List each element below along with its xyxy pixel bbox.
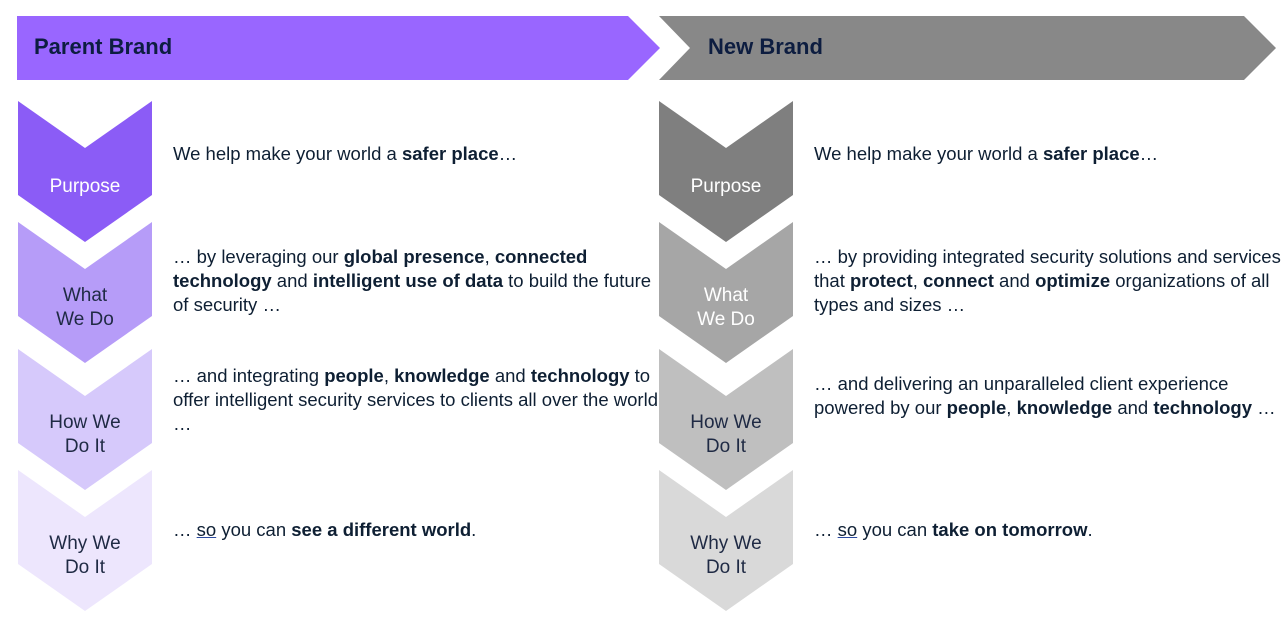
statement-text: and — [271, 270, 313, 291]
statement-text: , — [912, 270, 923, 291]
emphasis-text: safer place — [401, 143, 499, 164]
parent-chevron-why-we-do-it: Why We Do It — [18, 470, 152, 611]
emphasis-text: people — [324, 365, 384, 386]
new-statement-how-we-do-it: … and delivering an unparalleled client … — [814, 372, 1288, 420]
statement-text: so — [837, 519, 858, 540]
statement-text: … and integrating — [173, 365, 325, 386]
emphasis-text: optimize — [1035, 270, 1111, 291]
statement-text: you can — [857, 519, 933, 540]
emphasis-text: global presence — [343, 246, 485, 267]
parent-statement-how-we-do-it: … and integrating people, knowledge and … — [173, 364, 663, 436]
new-chevron-what-we-do: What We Do — [659, 222, 793, 363]
statement-text: you can — [216, 519, 292, 540]
emphasis-text: technology — [1153, 397, 1253, 418]
emphasis-text: people — [946, 397, 1007, 418]
chevron-label: Purpose — [690, 175, 762, 197]
parent-chevron-what-we-do: What We Do — [18, 222, 152, 363]
statement-text: … — [814, 519, 838, 540]
new-statement-purpose: We help make your world a safer place… — [814, 142, 1288, 166]
parent-chevron-how-we-do-it: How We Do It — [18, 349, 152, 490]
chevron-label: Purpose — [49, 175, 121, 197]
chevron-label: How We Do It — [690, 411, 762, 457]
chevron-label: What We Do — [697, 284, 755, 330]
statement-text: so — [196, 519, 217, 540]
new-statement-why-we-do-it: … so you can take on tomorrow. — [814, 518, 1288, 542]
statement-text: , — [1006, 397, 1017, 418]
emphasis-text: protect — [850, 270, 913, 291]
parent-brand-header: Parent Brand — [17, 16, 660, 80]
statement-text: … — [173, 519, 197, 540]
statement-text: and — [489, 365, 531, 386]
parent-statement-what-we-do: … by leveraging our global presence, con… — [173, 245, 663, 317]
parent-statement-purpose: We help make your world a safer place… — [173, 142, 663, 166]
new-chevron-why-we-do-it: Why We Do It — [659, 470, 793, 611]
parent-brand-title: Parent Brand — [34, 34, 173, 59]
statement-text: … by leveraging our — [173, 246, 344, 267]
emphasis-text: safer place — [1042, 143, 1140, 164]
new-brand-header: New Brand — [659, 16, 1276, 80]
chevron-label: Why We Do It — [49, 532, 121, 578]
new-chevron-how-we-do-it: How We Do It — [659, 349, 793, 490]
emphasis-text: connected technology — [173, 246, 588, 291]
statement-text: … — [498, 143, 518, 164]
emphasis-text: intelligent use of data — [312, 270, 503, 291]
statement-text: and — [993, 270, 1036, 291]
statement-text: , — [484, 246, 495, 267]
parent-chevron-purpose: Purpose — [18, 101, 152, 242]
statement-text: . — [1087, 519, 1093, 540]
emphasis-text: see a different world — [291, 519, 472, 540]
new-brand-title: New Brand — [708, 34, 823, 59]
chevron-label: What We Do — [56, 284, 114, 330]
statement-text: organizations of all types and sizes … — [814, 270, 1270, 315]
chevron-label: How We Do It — [49, 411, 121, 457]
emphasis-text: technology — [530, 365, 630, 386]
new-chevron-purpose: Purpose — [659, 101, 793, 242]
statement-text: We help make your world a — [173, 143, 402, 164]
statement-text: We help make your world a — [814, 143, 1043, 164]
statement-text: and — [1112, 397, 1154, 418]
chevron-label: Why We Do It — [690, 532, 762, 578]
statement-text: . — [471, 519, 477, 540]
statement-text: … — [1139, 143, 1159, 164]
statement-text: … — [1252, 397, 1276, 418]
emphasis-text: take on tomorrow — [932, 519, 1088, 540]
statement-text: … and delivering an unparalleled client … — [814, 373, 1229, 418]
statement-text: to build the future of security … — [173, 270, 652, 315]
emphasis-text: connect — [922, 270, 994, 291]
new-statement-what-we-do: … by providing integrated security solut… — [814, 245, 1288, 317]
emphasis-text: knowledge — [394, 365, 490, 386]
emphasis-text: knowledge — [1016, 397, 1113, 418]
statement-text: … by providing integrated security solut… — [814, 246, 1281, 291]
parent-statement-why-we-do-it: … so you can see a different world. — [173, 518, 663, 542]
statement-text: , — [383, 365, 395, 386]
statement-text: to offer intelligent security services t… — [173, 365, 658, 434]
